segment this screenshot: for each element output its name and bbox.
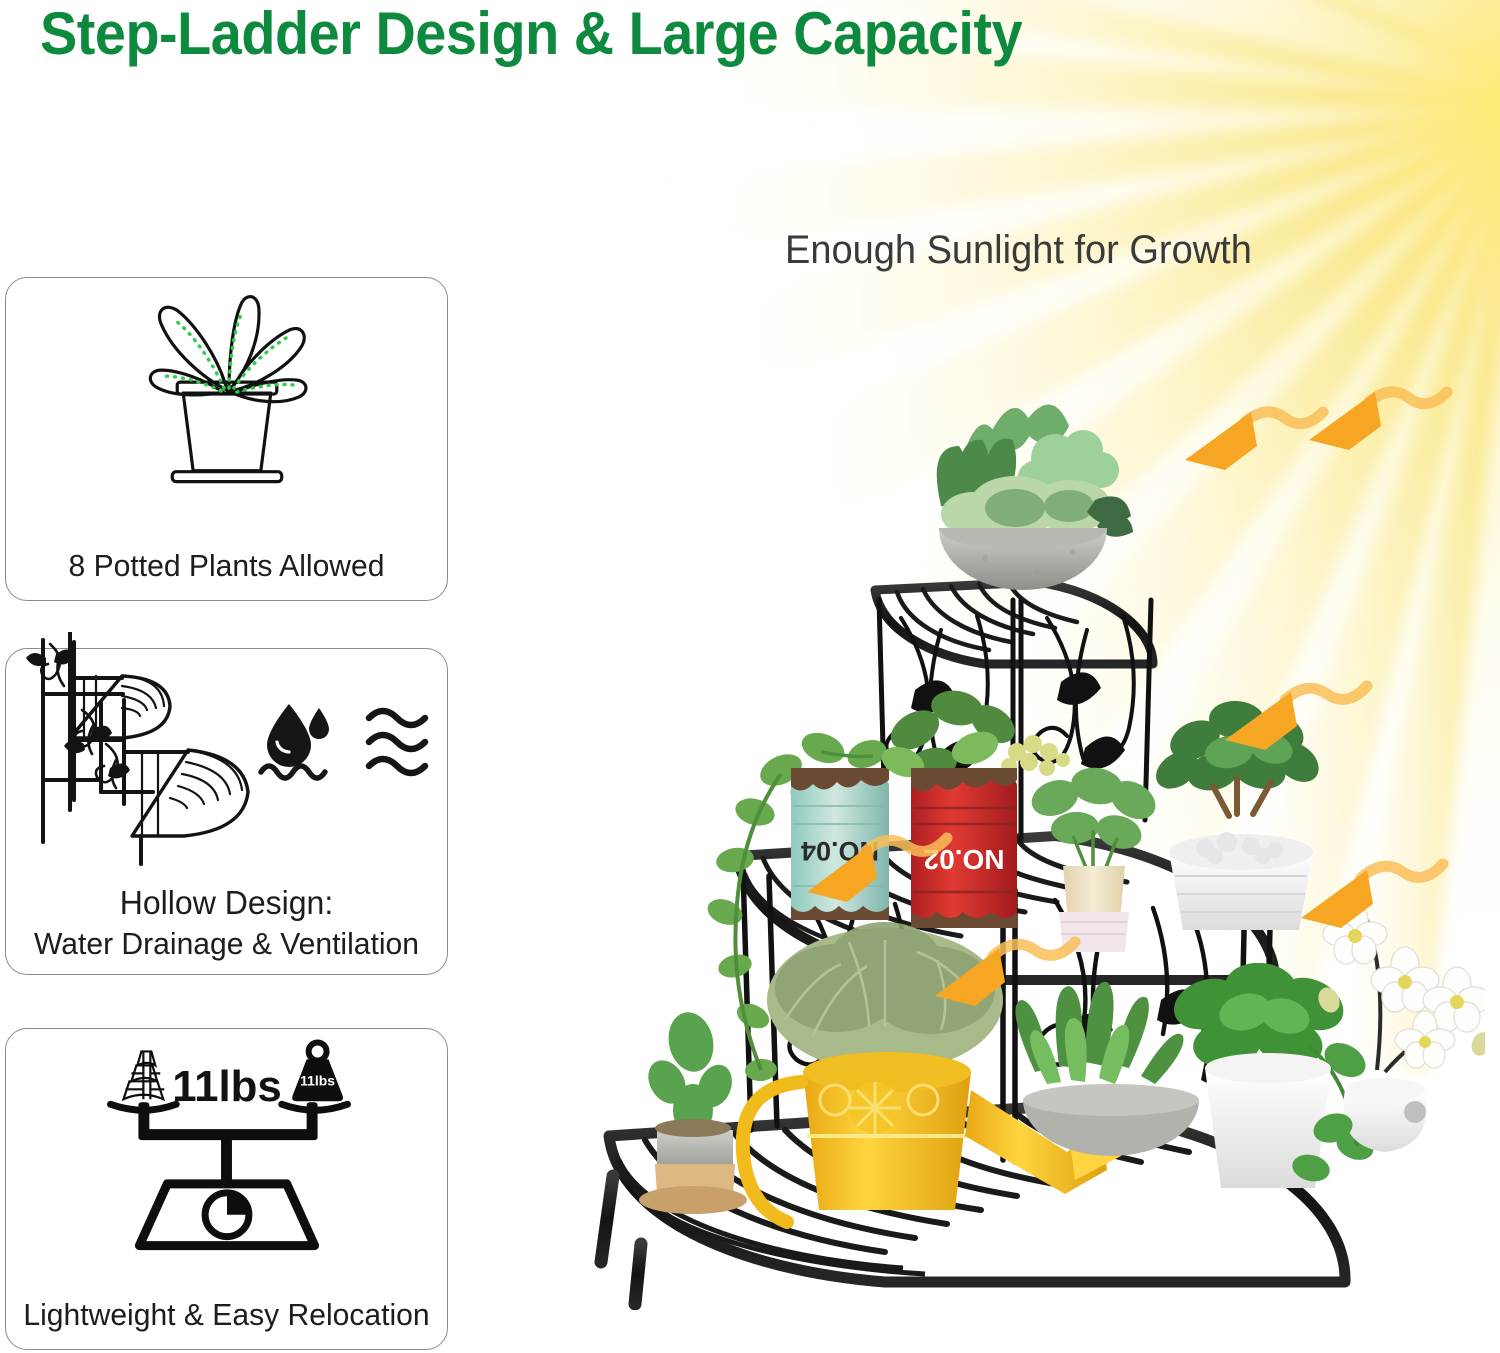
feature-card-label: Hollow Design: Water Drainage & Ventilat… [13, 882, 441, 964]
feature-card-potted-plants: 8 Potted Plants Allowed [5, 277, 448, 601]
water-drop-icon [258, 704, 329, 781]
scale-weight-label: 11lbs [300, 1072, 335, 1088]
feature-card-hollow-design: Hollow Design: Water Drainage & Ventilat… [5, 648, 448, 975]
feature-card-lightweight: 11lbs 11lbs Lightweight & Easy Relocatio… [5, 1028, 448, 1350]
pot-label-no02: NO.02 [924, 844, 1005, 875]
drainage-ventilation-icons [255, 690, 445, 800]
page-title: Step-Ladder Design & Large Capacity [40, 0, 1023, 67]
pot-yellow-watering-can [735, 922, 1121, 1229]
pot-white-orchid [1292, 902, 1485, 1182]
feature-card-label-line1: Hollow Design: [119, 884, 334, 921]
potted-plant-icon [6, 278, 447, 528]
feature-card-label: 8 Potted Plants Allowed [68, 548, 385, 583]
sunlight-caption: Enough Sunlight for Growth [785, 228, 1252, 272]
air-flow-icon [365, 707, 429, 777]
pot-agave-gray-bowl [1015, 981, 1199, 1156]
pot-top-succulent-bowl [936, 404, 1133, 590]
product-plant-stand-photo: NO.04 [585, 300, 1485, 1310]
pot-white-pothos [1174, 962, 1389, 1188]
orchid-blooms [1318, 902, 1485, 1069]
feature-card-label: Lightweight & Easy Relocation [23, 1297, 430, 1332]
succulent-foliage [936, 404, 1133, 537]
red-can-foliage [881, 690, 1070, 781]
pot-cactus-gray-wood [639, 1012, 747, 1214]
pot-cream-peperomia [1031, 767, 1156, 952]
pot-jade-white-bowl [1156, 700, 1319, 930]
pot-label-no04: NO.04 [801, 836, 879, 866]
feature-card-label-line2: Water Drainage & Ventilation [34, 926, 419, 961]
plant-stand-icon [10, 630, 310, 872]
balance-scale-icon: 11lbs 11lbs [6, 1029, 447, 1279]
scale-center-label: 11lbs [172, 1062, 282, 1111]
pot-red-can-no02: NO.02 [881, 690, 1070, 928]
